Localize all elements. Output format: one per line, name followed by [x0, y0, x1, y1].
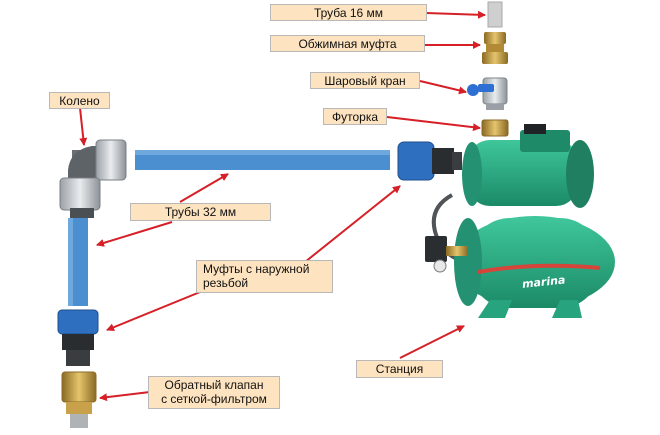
label-pipe-16mm: Труба 16 мм — [270, 4, 427, 21]
ball-valve-icon — [467, 78, 507, 110]
label-external-couplings: Муфты с наружной резьбой — [196, 260, 333, 293]
arrow-couplings-b — [107, 290, 205, 330]
external-thread-coupling-lower-icon — [58, 310, 98, 366]
label-external-couplings-line1: Муфты с наружной — [203, 262, 326, 276]
arrow-pipe16 — [426, 13, 485, 15]
arrow-station — [400, 326, 464, 358]
label-check-valve-line2: с сеткой-фильтром — [155, 392, 273, 406]
label-station: Станция — [356, 360, 443, 378]
arrow-couplings-a — [305, 186, 400, 262]
label-pipes-32mm: Трубы 32 мм — [130, 203, 271, 221]
external-thread-coupling-upper-icon — [398, 142, 462, 180]
arrow-pipes32-a — [180, 174, 228, 202]
arrow-ball-valve — [420, 81, 466, 92]
pipe-16mm — [488, 2, 502, 27]
arrow-bushing — [387, 117, 480, 128]
bushing-icon — [482, 120, 508, 136]
label-elbow: Колено — [49, 92, 110, 109]
check-valve-icon — [62, 372, 96, 428]
crimp-coupling-icon — [482, 32, 508, 64]
arrow-pipes32-b — [97, 222, 172, 245]
label-bushing: Футорка — [323, 108, 387, 125]
label-external-couplings-line2: резьбой — [203, 276, 326, 290]
arrow-elbow — [80, 108, 84, 145]
arrow-check-valve — [100, 392, 150, 398]
label-check-valve: Обратный клапан с сеткой-фильтром — [148, 376, 280, 409]
label-ball-valve: Шаровый кран — [310, 72, 420, 89]
label-crimp-coupling: Обжимная муфта — [270, 35, 425, 52]
label-check-valve-line1: Обратный клапан — [155, 378, 273, 392]
elbow-icon — [60, 140, 126, 218]
